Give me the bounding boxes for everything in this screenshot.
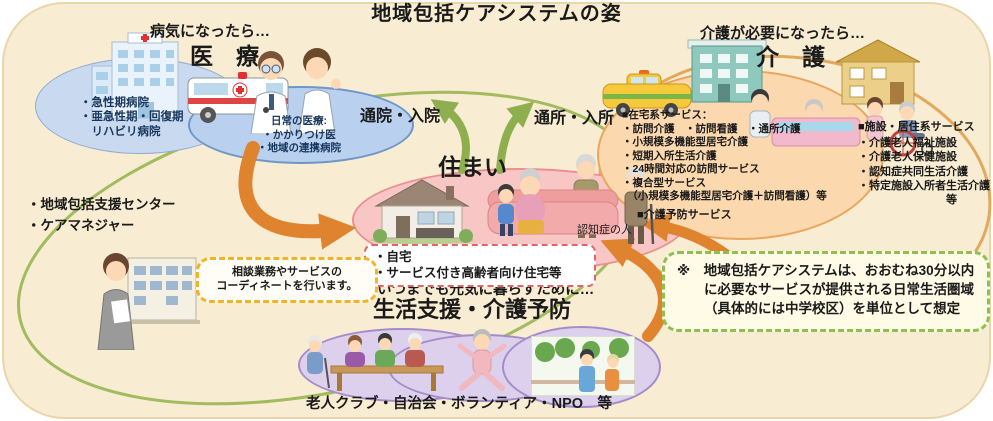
coordination-agencies: ・地域包括支援センター ・ケアマネジャー xyxy=(27,197,176,233)
life-support-heading: 生活支援・介護予防 xyxy=(373,297,572,322)
medical-hospital-list: ・急性期病院 ・亜急性期・回復期 リハビリ病院 xyxy=(80,97,184,138)
scope-note-text: ※ 地域包括ケアシステムは、おおむね30分以内に必要なサービスが提供される日常生… xyxy=(677,263,975,316)
housing-types-box: ・自宅 ・サービス付き高齢者向け住宅等 xyxy=(364,244,596,288)
housing-heading: 住まい xyxy=(438,154,507,180)
nursing-trigger-label: 介護が必要になったら… xyxy=(700,25,866,42)
facility-services-list: ・介護老人福祉施設 ・介護老人保健施設 ・認知症共同生活介護 ・特定施設入所者生… xyxy=(858,137,990,207)
page-title: 地域包括ケアシステムの姿 xyxy=(371,3,622,25)
exercise-illustration xyxy=(457,329,507,391)
prevention-services-label: ■介護予防サービス xyxy=(637,209,732,221)
life-support-caption: 老人クラブ・自治会・ボランティア・NPO 等 xyxy=(306,396,613,412)
nursing-heading: 介 護 xyxy=(756,44,825,70)
medical-trigger-label: 病気になったら… xyxy=(150,23,271,40)
flow-label-hospital: 通院・入院 xyxy=(360,108,441,125)
house-illustration xyxy=(370,179,474,244)
scope-note-box: ※ 地域包括ケアシステムは、おおむね30分以内に必要なサービスが提供される日常生… xyxy=(662,251,990,332)
volunteer-shopping-illustration xyxy=(531,336,635,396)
facility-services-title: ■施設・居住系サービス xyxy=(858,121,975,133)
home-services-title: ■在宅系サービス： xyxy=(622,109,713,121)
medical-heading: 医 療 xyxy=(190,43,259,69)
seniors-bench-illustration xyxy=(307,333,444,391)
home-services-list: ・訪問介護 ・訪問看護 ・通所介護 ・小規模多機能型居宅介護 ・短期入所生活介護… xyxy=(622,123,827,203)
care-manager-illustration xyxy=(97,253,200,350)
coordination-bubble: 相談業務やサービスの コーディネートを行います。 xyxy=(196,257,378,303)
flow-label-facility: 通所・入所 xyxy=(534,110,615,127)
dementia-person-label: 認知症の人 xyxy=(577,224,632,236)
